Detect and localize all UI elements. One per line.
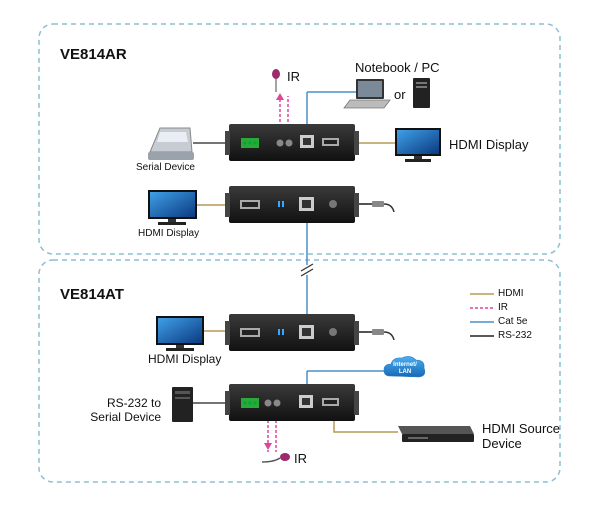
notebook-pc-label: Notebook / PC — [355, 60, 440, 75]
hdmi-display-right-icon — [395, 128, 441, 162]
receiver-section-box — [38, 23, 561, 255]
rs232-label-line2: Serial Device — [90, 410, 161, 424]
legend-label-rs232: RS-232 — [498, 330, 532, 341]
desktop-pc-icon — [413, 78, 430, 108]
rs232-label-line1: RS-232 to — [106, 396, 161, 410]
power-cable-icon — [359, 201, 395, 213]
hdmi-display-tx-icon — [156, 316, 204, 351]
cloud-label-line2: LAN — [398, 369, 412, 375]
receiver-ir-label: IR — [287, 69, 300, 84]
rs232-serial-device-icon — [172, 387, 193, 422]
receiver-title: VE814AR — [60, 46, 127, 63]
hdmi-source-device-icon — [398, 426, 474, 442]
hdmi-display-left-label: HDMI Display — [138, 228, 200, 239]
power-cable-tx-icon — [359, 329, 395, 341]
hdmi-source-label-line2: Device — [482, 436, 522, 451]
notebook-icon — [343, 79, 391, 109]
ir-emitter-icon — [261, 453, 290, 463]
receiver-device-bottom — [225, 186, 359, 223]
hdmi-display-left-icon — [148, 190, 197, 225]
transmitter-device-bottom — [225, 384, 359, 421]
serial-device-icon — [148, 127, 194, 160]
transmitter-device-top — [225, 314, 359, 351]
or-label: or — [394, 87, 406, 102]
legend-label-hdmi: HDMI — [498, 288, 524, 299]
cloud-label-line1: Internet/ — [393, 362, 417, 368]
ir-arrow-up-a — [276, 93, 284, 100]
receiver-device-top — [225, 124, 359, 161]
cable-break-icon — [300, 263, 314, 277]
serial-device-label: Serial Device — [136, 162, 195, 173]
internet-cloud-icon — [383, 356, 426, 378]
hdmi-display-right-label: HDMI Display — [449, 137, 529, 152]
transmitter-ir-label: IR — [294, 451, 307, 466]
ir-arrow-down-tx — [264, 443, 272, 450]
ir-sensor-icon — [272, 69, 280, 92]
hdmi-line-source — [333, 418, 398, 433]
transmitter-section-box — [38, 259, 561, 483]
legend-label-ir: IR — [498, 302, 508, 313]
legend-label-cat5e: Cat 5e — [498, 316, 528, 327]
hdmi-display-tx-label: HDMI Display — [148, 352, 222, 366]
transmitter-title: VE814AT — [60, 286, 124, 303]
hdmi-source-label-line1: HDMI Source — [482, 421, 561, 436]
